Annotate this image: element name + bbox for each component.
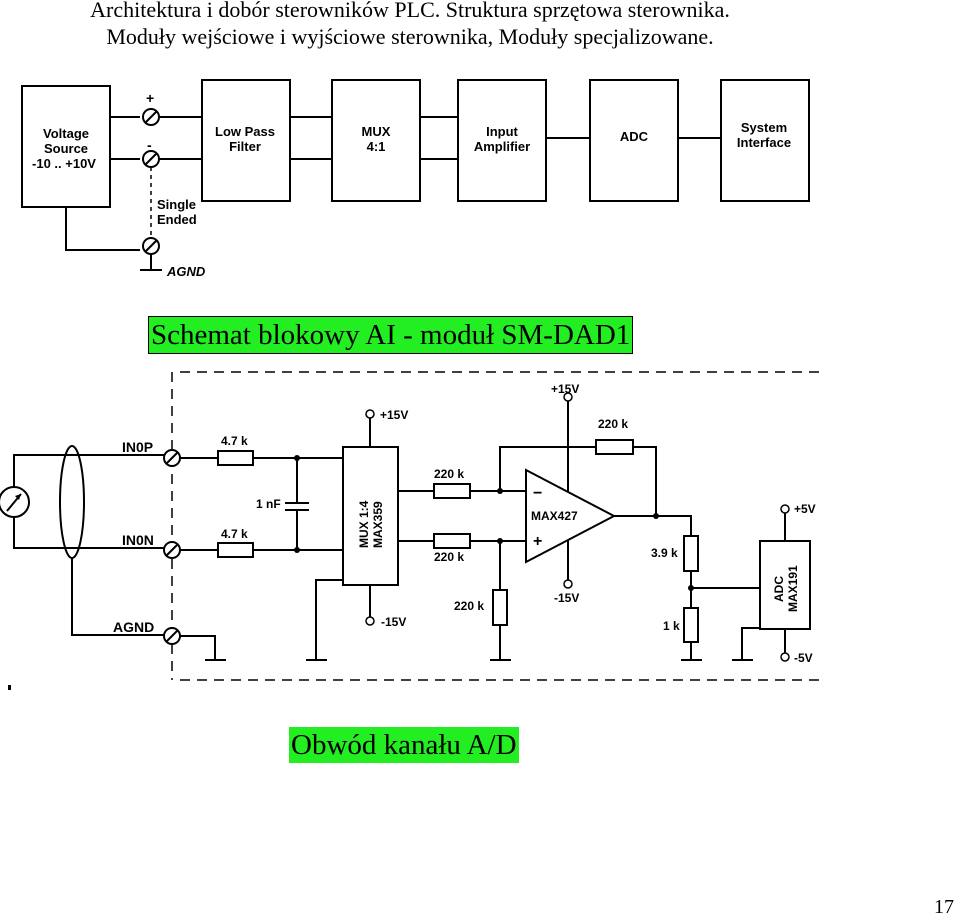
terminal-minus bbox=[142, 150, 160, 168]
resistor-div-bottom bbox=[683, 607, 699, 643]
resistor-feedback bbox=[595, 439, 634, 455]
mux-vpos-label: +15V bbox=[380, 408, 408, 422]
page-number: 17 bbox=[934, 896, 954, 918]
block-diagram: Voltage Source -10 .. +10V + - Single En… bbox=[21, 79, 810, 279]
adc-box bbox=[589, 79, 679, 202]
mux-vneg-label: -15V bbox=[381, 615, 406, 629]
in0n-label: IN0N bbox=[122, 532, 154, 548]
low-pass-label-1: Low Pass bbox=[215, 124, 275, 139]
opamp-plus-sign: + bbox=[533, 533, 542, 550]
adc-vneg-terminal bbox=[780, 652, 790, 662]
junction-cap-top bbox=[294, 455, 300, 461]
terminal-plus-label: + bbox=[146, 90, 154, 106]
resistor-div-top bbox=[683, 535, 699, 572]
wire-opamp-out bbox=[614, 515, 692, 536]
input-amplifier-box bbox=[457, 79, 547, 202]
resistor-plus bbox=[433, 533, 471, 549]
wire-mux-ground bbox=[315, 579, 343, 660]
header-line-2: Moduły wejściowe i wyjściowe sterownika,… bbox=[106, 24, 714, 49]
mux-label-2: 4:1 bbox=[367, 139, 386, 154]
agnd-label: AGND bbox=[166, 264, 206, 279]
resistor-in0p-label: 4.7 k bbox=[221, 434, 248, 448]
stray-mark bbox=[8, 685, 11, 690]
resistor-in0n bbox=[217, 542, 254, 558]
mux-vpos-terminal bbox=[365, 409, 375, 419]
wire-feedback-right bbox=[633, 446, 657, 516]
caption-ad-circuit: Obwód kanału A/D bbox=[289, 727, 519, 763]
opamp-vpos-label: +15V bbox=[551, 382, 579, 396]
in0p-terminal bbox=[163, 449, 181, 467]
voltage-source-label-3: -10 .. +10V bbox=[32, 156, 96, 171]
adc-label: ADC bbox=[620, 129, 649, 144]
mux-max359-label-2: MAX359 bbox=[371, 501, 385, 548]
resistor-in0n-label: 4.7 k bbox=[221, 527, 248, 541]
caption-block-diagram: Schemat blokowy AI - moduł SM-DAD1 bbox=[148, 316, 634, 354]
opamp-minus-sign: − bbox=[533, 485, 542, 502]
adc-vpos-terminal bbox=[780, 504, 790, 514]
wire-feedback-left bbox=[499, 446, 596, 491]
single-ended-label-2: Ended bbox=[157, 212, 197, 227]
resistor-minus bbox=[433, 483, 471, 499]
resistor-ground-label: 220 k bbox=[454, 599, 484, 613]
mux-max359-label-1: MUX 1:4 bbox=[357, 500, 371, 548]
single-ended-label-1: Single bbox=[157, 197, 196, 212]
terminal-plus bbox=[142, 108, 160, 126]
in0p-label: IN0P bbox=[122, 439, 153, 455]
opamp-label: MAX427 bbox=[531, 509, 578, 523]
input-amplifier-label-2: Amplifier bbox=[474, 139, 530, 154]
opamp-vneg-label: -15V bbox=[554, 591, 579, 605]
resistor-div-bottom-label: 1 k bbox=[663, 619, 680, 633]
wire-meter-top bbox=[13, 454, 170, 502]
opamp-vneg-terminal bbox=[563, 579, 573, 589]
mux-label-1: MUX bbox=[362, 124, 391, 139]
junction-out bbox=[653, 513, 659, 519]
terminal-agnd bbox=[142, 237, 160, 255]
shielded-cable bbox=[59, 445, 85, 559]
mux-vneg-terminal bbox=[365, 616, 375, 626]
resistor-in0p bbox=[217, 450, 254, 466]
voltage-source-label-2: Source bbox=[44, 141, 88, 156]
circuit-diagram: IN0P IN0N AGND 4.7 k 4.7 k bbox=[0, 371, 822, 681]
adc-vpos-label: +5V bbox=[794, 502, 816, 516]
meter-icon bbox=[0, 486, 30, 518]
resistor-ground bbox=[492, 589, 508, 626]
resistor-plus-label: 220 k bbox=[434, 550, 464, 564]
low-pass-label-2: Filter bbox=[229, 139, 261, 154]
agnd-terminal bbox=[163, 627, 181, 645]
opamp-vpos-terminal bbox=[563, 392, 573, 402]
system-interface-label-1: System bbox=[741, 120, 787, 135]
in0n-terminal bbox=[163, 541, 181, 559]
resistor-feedback-label: 220 k bbox=[598, 417, 628, 431]
wire-source-ground bbox=[65, 207, 140, 251]
mux-box bbox=[331, 79, 421, 202]
wire-shield-agnd bbox=[71, 558, 170, 636]
resistor-minus-label: 220 k bbox=[434, 467, 464, 481]
junction-cap-bottom bbox=[294, 547, 300, 553]
header-line-1: Architektura i dobór sterowników PLC. St… bbox=[90, 0, 730, 22]
voltage-source-label-1: Voltage bbox=[43, 126, 89, 141]
adc-max191-label-2: MAX191 bbox=[786, 565, 800, 612]
capacitor-label: 1 nF bbox=[256, 497, 281, 511]
adc-max191-label-1: ADC bbox=[772, 576, 786, 602]
low-pass-filter-box bbox=[201, 79, 291, 202]
opamp-max427 bbox=[525, 468, 617, 564]
mux-max359-box bbox=[342, 446, 399, 586]
wire-agnd-ground bbox=[180, 635, 216, 660]
resistor-div-top-label: 3.9 k bbox=[651, 546, 678, 560]
system-interface-label-2: Interface bbox=[737, 135, 791, 150]
wire-adc-ground bbox=[741, 627, 760, 660]
agnd-label: AGND bbox=[113, 619, 154, 635]
system-interface-box bbox=[720, 79, 810, 202]
adc-vneg-label: -5V bbox=[794, 651, 813, 665]
voltage-source-box bbox=[21, 85, 111, 208]
terminal-minus-label: - bbox=[147, 137, 152, 153]
input-amplifier-label-1: Input bbox=[486, 124, 518, 139]
